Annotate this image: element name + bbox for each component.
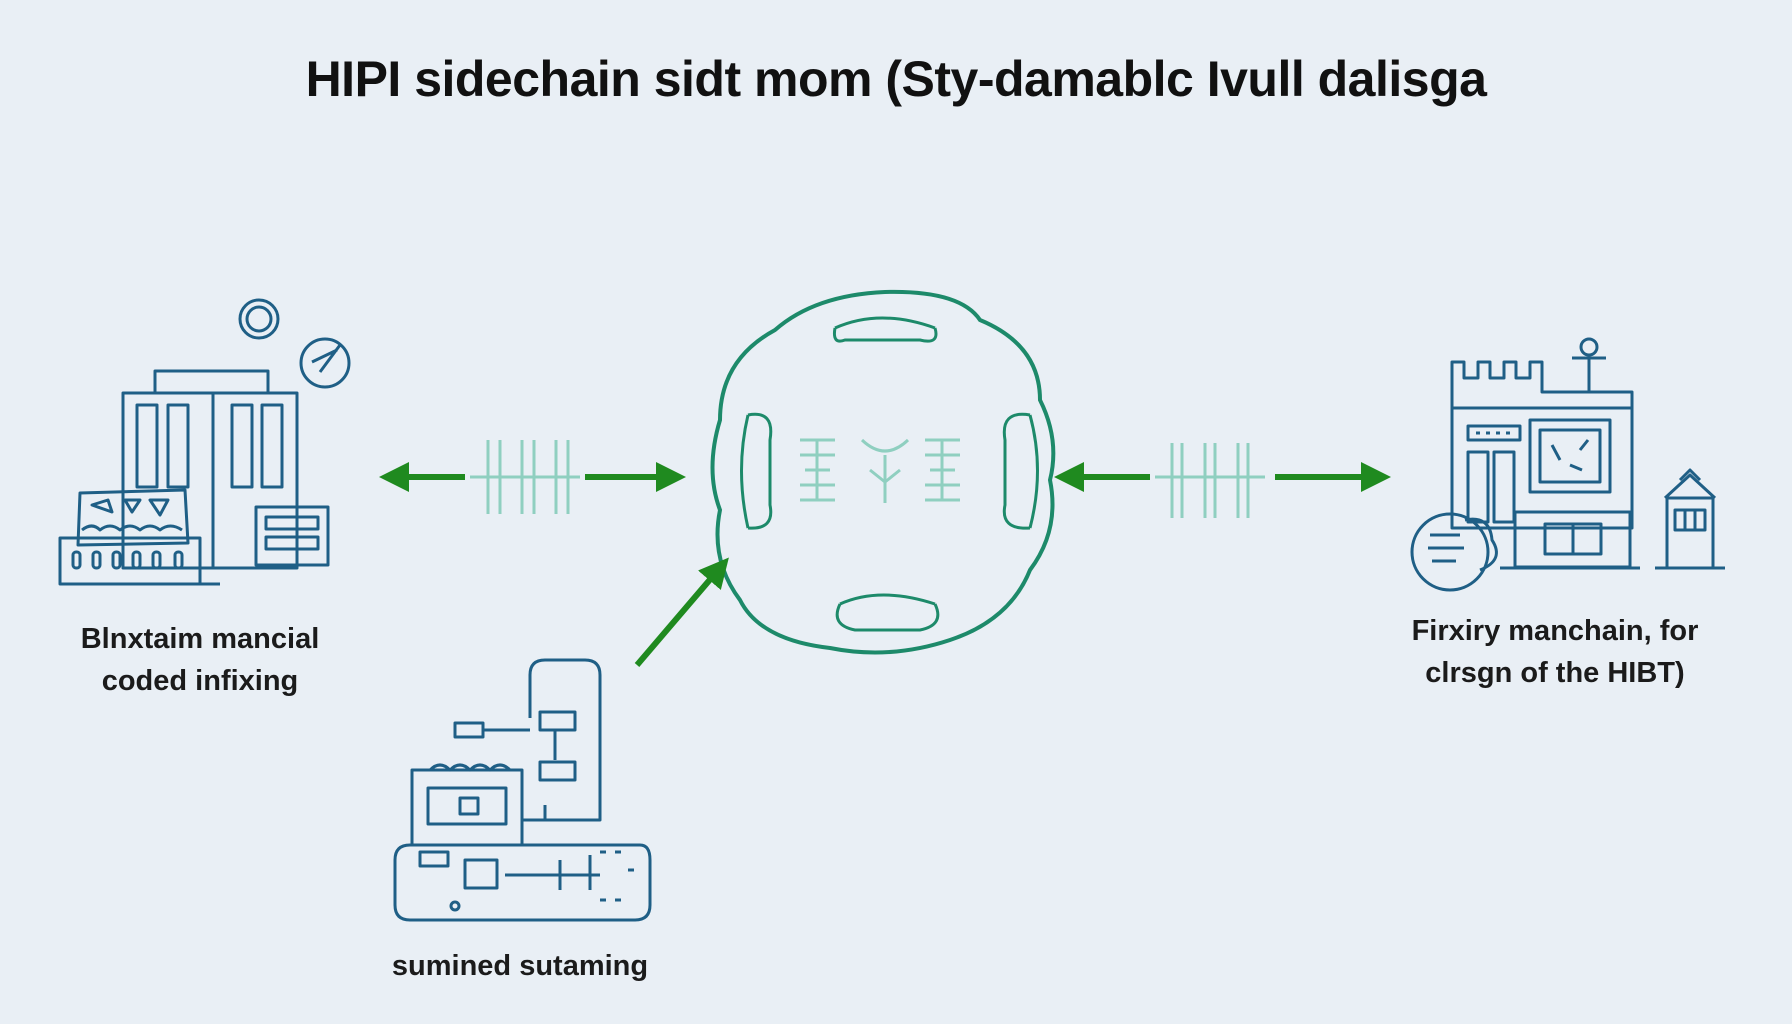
right-link-icon: [1155, 443, 1265, 518]
right-bidirectional-arrow: [1054, 443, 1391, 518]
bottom-node-caption: sumined sutaming: [330, 945, 710, 987]
left-link-icon: [470, 440, 580, 514]
diagram-title: HIPI sidechain sidt mom (Sty-damablc Ivu…: [305, 51, 1487, 107]
right-node-caption: Firxiry manchain, for clrsgn of the HIBT…: [1360, 610, 1750, 694]
left-node-label-line2: coded infixing: [101, 665, 299, 697]
right-node-label-line2: clrsgn of the HIBT): [1425, 657, 1685, 689]
hub-glyphs: [800, 438, 960, 503]
left-bidirectional-arrow: [379, 440, 686, 514]
network-hub-icon: [710, 289, 1056, 655]
left-node-caption: Blnxtaim mancial coded infixing: [40, 618, 360, 702]
left-node-label-line1: Blnxtaim mancial: [80, 623, 320, 655]
bottom-to-hub-arrow: [634, 557, 729, 667]
right-node-label-line1: Firxiry manchain, for: [1411, 615, 1699, 647]
left-building-icon: [58, 298, 351, 586]
bottom-machine-icon: [393, 658, 652, 922]
right-building-icon: [1410, 337, 1725, 592]
bottom-node-label: sumined sutaming: [391, 950, 649, 982]
